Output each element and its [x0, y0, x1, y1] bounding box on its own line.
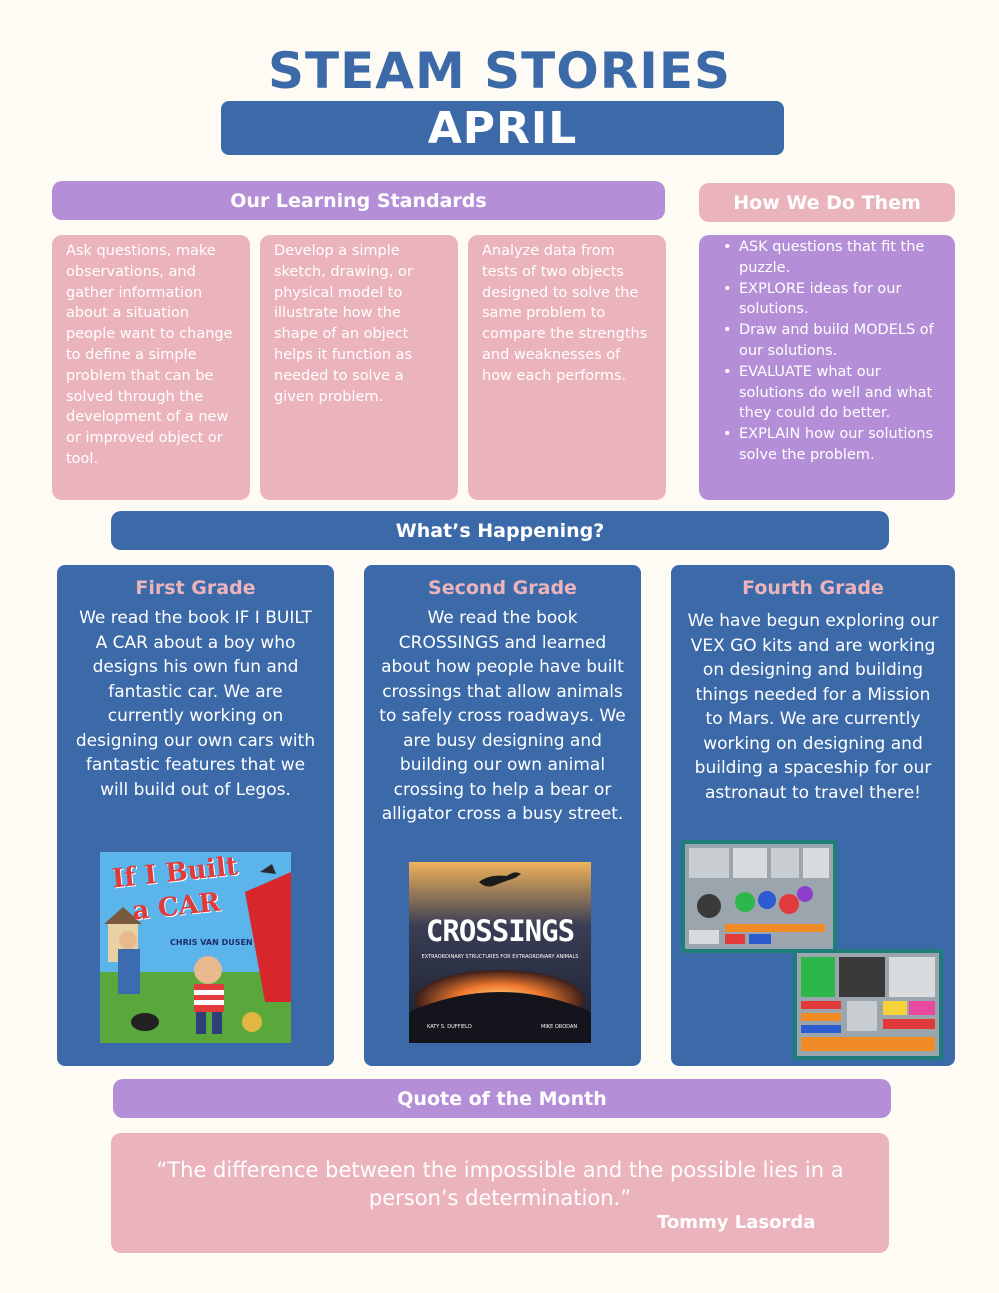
vex-kit-illustration — [685, 844, 833, 949]
how-list-item: Draw and build MODELS of our solutions. — [709, 320, 945, 362]
standard-card: Ask questions, make observations, and ga… — [52, 235, 250, 500]
book-cover-illustration — [409, 862, 591, 1043]
grade-description: We have begun exploring our VEX GO kits … — [687, 611, 939, 803]
book-cover-illustration — [100, 852, 291, 1043]
fourth-grade-card: Fourth Grade We have begun exploring our… — [671, 565, 955, 1066]
grade-title: Fourth Grade — [742, 577, 884, 599]
grade-description: We read the book IF I BUILT A CAR about … — [75, 608, 316, 800]
month-banner: APRIL — [221, 101, 784, 155]
standard-card: Develop a simple sketch, drawing, or phy… — [260, 235, 458, 500]
book-author: CHRIS VAN DUSEN — [170, 938, 253, 947]
how-we-do-them-heading: How We Do Them — [699, 183, 955, 222]
grade-title: Second Grade — [428, 577, 577, 599]
first-grade-card: First Grade We read the book IF I BUILT … — [57, 565, 334, 1066]
book-subtitle: EXTRAORDINARY STRUCTURES FOR EXTRAORDINA… — [421, 954, 579, 960]
if-i-built-a-car-book-cover: If I Built a CAR CHRIS VAN DUSEN — [100, 852, 291, 1043]
grade-description: We read the book CROSSINGS and learned a… — [379, 608, 626, 824]
how-list-item: EVALUATE what our solutions do well and … — [709, 362, 945, 424]
whats-happening-heading: What’s Happening? — [111, 511, 889, 550]
quote-of-the-month-heading: Quote of the Month — [113, 1079, 891, 1118]
quote-author: Tommy Lasorda — [657, 1212, 816, 1233]
crossings-book-cover: CROSSINGS EXTRAORDINARY STRUCTURES FOR E… — [409, 862, 591, 1043]
quote-text: “The difference between the impossible a… — [156, 1158, 844, 1210]
standard-card: Analyze data from tests of two objects d… — [468, 235, 666, 500]
how-list-item: ASK questions that fit the puzzle. — [709, 237, 945, 279]
learning-standards-heading: Our Learning Standards — [52, 181, 665, 220]
how-we-do-them-card: ASK questions that fit the puzzle. EXPLO… — [699, 235, 955, 500]
book-illustrator: MIKE ORODAN — [541, 1024, 578, 1030]
quote-card: “The difference between the impossible a… — [111, 1133, 889, 1253]
second-grade-card: Second Grade We read the book CROSSINGS … — [364, 565, 641, 1066]
vex-go-kit-image — [681, 840, 837, 953]
book-author: KATY S. DUFFIELD — [427, 1024, 472, 1030]
how-list: ASK questions that fit the puzzle. EXPLO… — [709, 237, 945, 466]
how-list-item: EXPLAIN how our solutions solve the prob… — [709, 424, 945, 466]
grade-title: First Grade — [135, 577, 256, 599]
vex-go-kit-image — [793, 949, 943, 1060]
page-title: STEAM STORIES — [267, 42, 732, 100]
vex-kit-illustration — [797, 953, 939, 1056]
how-list-item: EXPLORE ideas for our solutions. — [709, 279, 945, 321]
book-title: CROSSINGS — [425, 914, 575, 948]
